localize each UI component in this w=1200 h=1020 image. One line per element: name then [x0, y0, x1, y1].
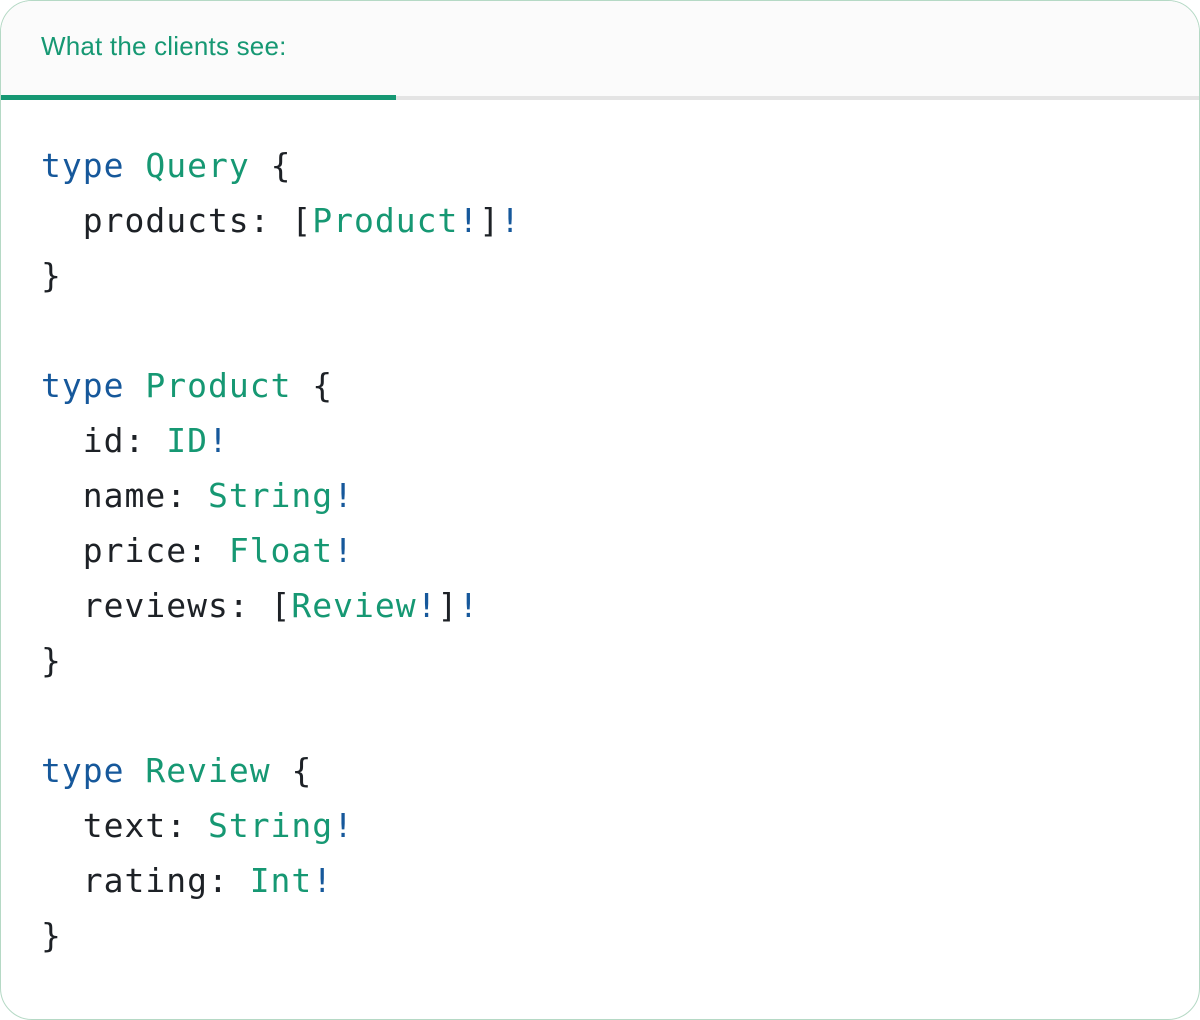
code-token-bang: !: [416, 586, 438, 625]
code-token-bang: !: [333, 476, 355, 515]
code-token-typename: Int: [249, 861, 313, 900]
graphql-schema-code: type Query { products: [Product!]!} type…: [1, 100, 1199, 963]
code-line: [41, 303, 1199, 358]
tab-underline-track: [1, 95, 1199, 100]
code-token-plain: {: [249, 146, 292, 185]
code-token-keyword: type: [41, 751, 125, 790]
code-token-plain: {: [291, 366, 334, 405]
code-token-plain: }: [41, 916, 62, 955]
code-line: products: [Product!]!: [41, 193, 1199, 248]
code-token-plain: [124, 751, 145, 790]
code-token-plain: ]: [479, 201, 501, 240]
code-line: }: [41, 908, 1199, 963]
code-token-plain: [124, 366, 145, 405]
code-token-plain: reviews: [: [41, 586, 292, 625]
tab-label: What the clients see:: [41, 31, 287, 61]
code-token-plain: [124, 146, 145, 185]
code-token-bang: !: [458, 201, 480, 240]
code-line: [41, 688, 1199, 743]
code-token-plain: ]: [437, 586, 459, 625]
code-token-bang: !: [333, 531, 355, 570]
code-line: text: String!: [41, 798, 1199, 853]
code-line: type Query {: [41, 138, 1199, 193]
code-token-plain: text:: [41, 806, 208, 845]
code-token-plain: products: [: [41, 201, 313, 240]
code-line: id: ID!: [41, 413, 1199, 468]
code-token-plain: {: [270, 751, 313, 790]
code-token-typename: Float: [228, 531, 334, 570]
code-token-plain: }: [41, 256, 62, 295]
code-token-keyword: type: [41, 146, 125, 185]
code-line: price: Float!: [41, 523, 1199, 578]
code-token-plain: rating:: [41, 861, 250, 900]
code-line: }: [41, 633, 1199, 688]
code-line: type Product {: [41, 358, 1199, 413]
code-token-bang: !: [312, 861, 334, 900]
code-token-typename: String: [207, 476, 334, 515]
code-token-bang: !: [458, 586, 480, 625]
code-token-bang: !: [207, 421, 229, 460]
tab-underline-active: [1, 95, 396, 100]
tab-bar: What the clients see:: [1, 1, 1199, 100]
code-token-bang: !: [500, 201, 521, 240]
code-token-typename: ID: [166, 421, 208, 460]
code-token-typename: Review: [291, 586, 417, 625]
code-token-plain: price:: [41, 531, 229, 570]
code-token-typename: String: [207, 806, 334, 845]
code-token-typename: Product: [312, 201, 459, 240]
code-token-typename: Product: [145, 366, 292, 405]
code-line: rating: Int!: [41, 853, 1199, 908]
code-line: }: [41, 248, 1199, 303]
code-token-plain: name:: [41, 476, 208, 515]
code-line: name: String!: [41, 468, 1199, 523]
code-token-bang: !: [333, 806, 355, 845]
code-token-keyword: type: [41, 366, 125, 405]
tab-what-clients-see[interactable]: What the clients see:: [41, 31, 287, 62]
code-token-plain: id:: [41, 421, 167, 460]
code-token-plain: }: [41, 641, 62, 680]
code-line: type Review {: [41, 743, 1199, 798]
code-token-typename: Query: [145, 146, 250, 185]
code-token-typename: Review: [145, 751, 271, 790]
code-line: reviews: [Review!]!: [41, 578, 1199, 633]
